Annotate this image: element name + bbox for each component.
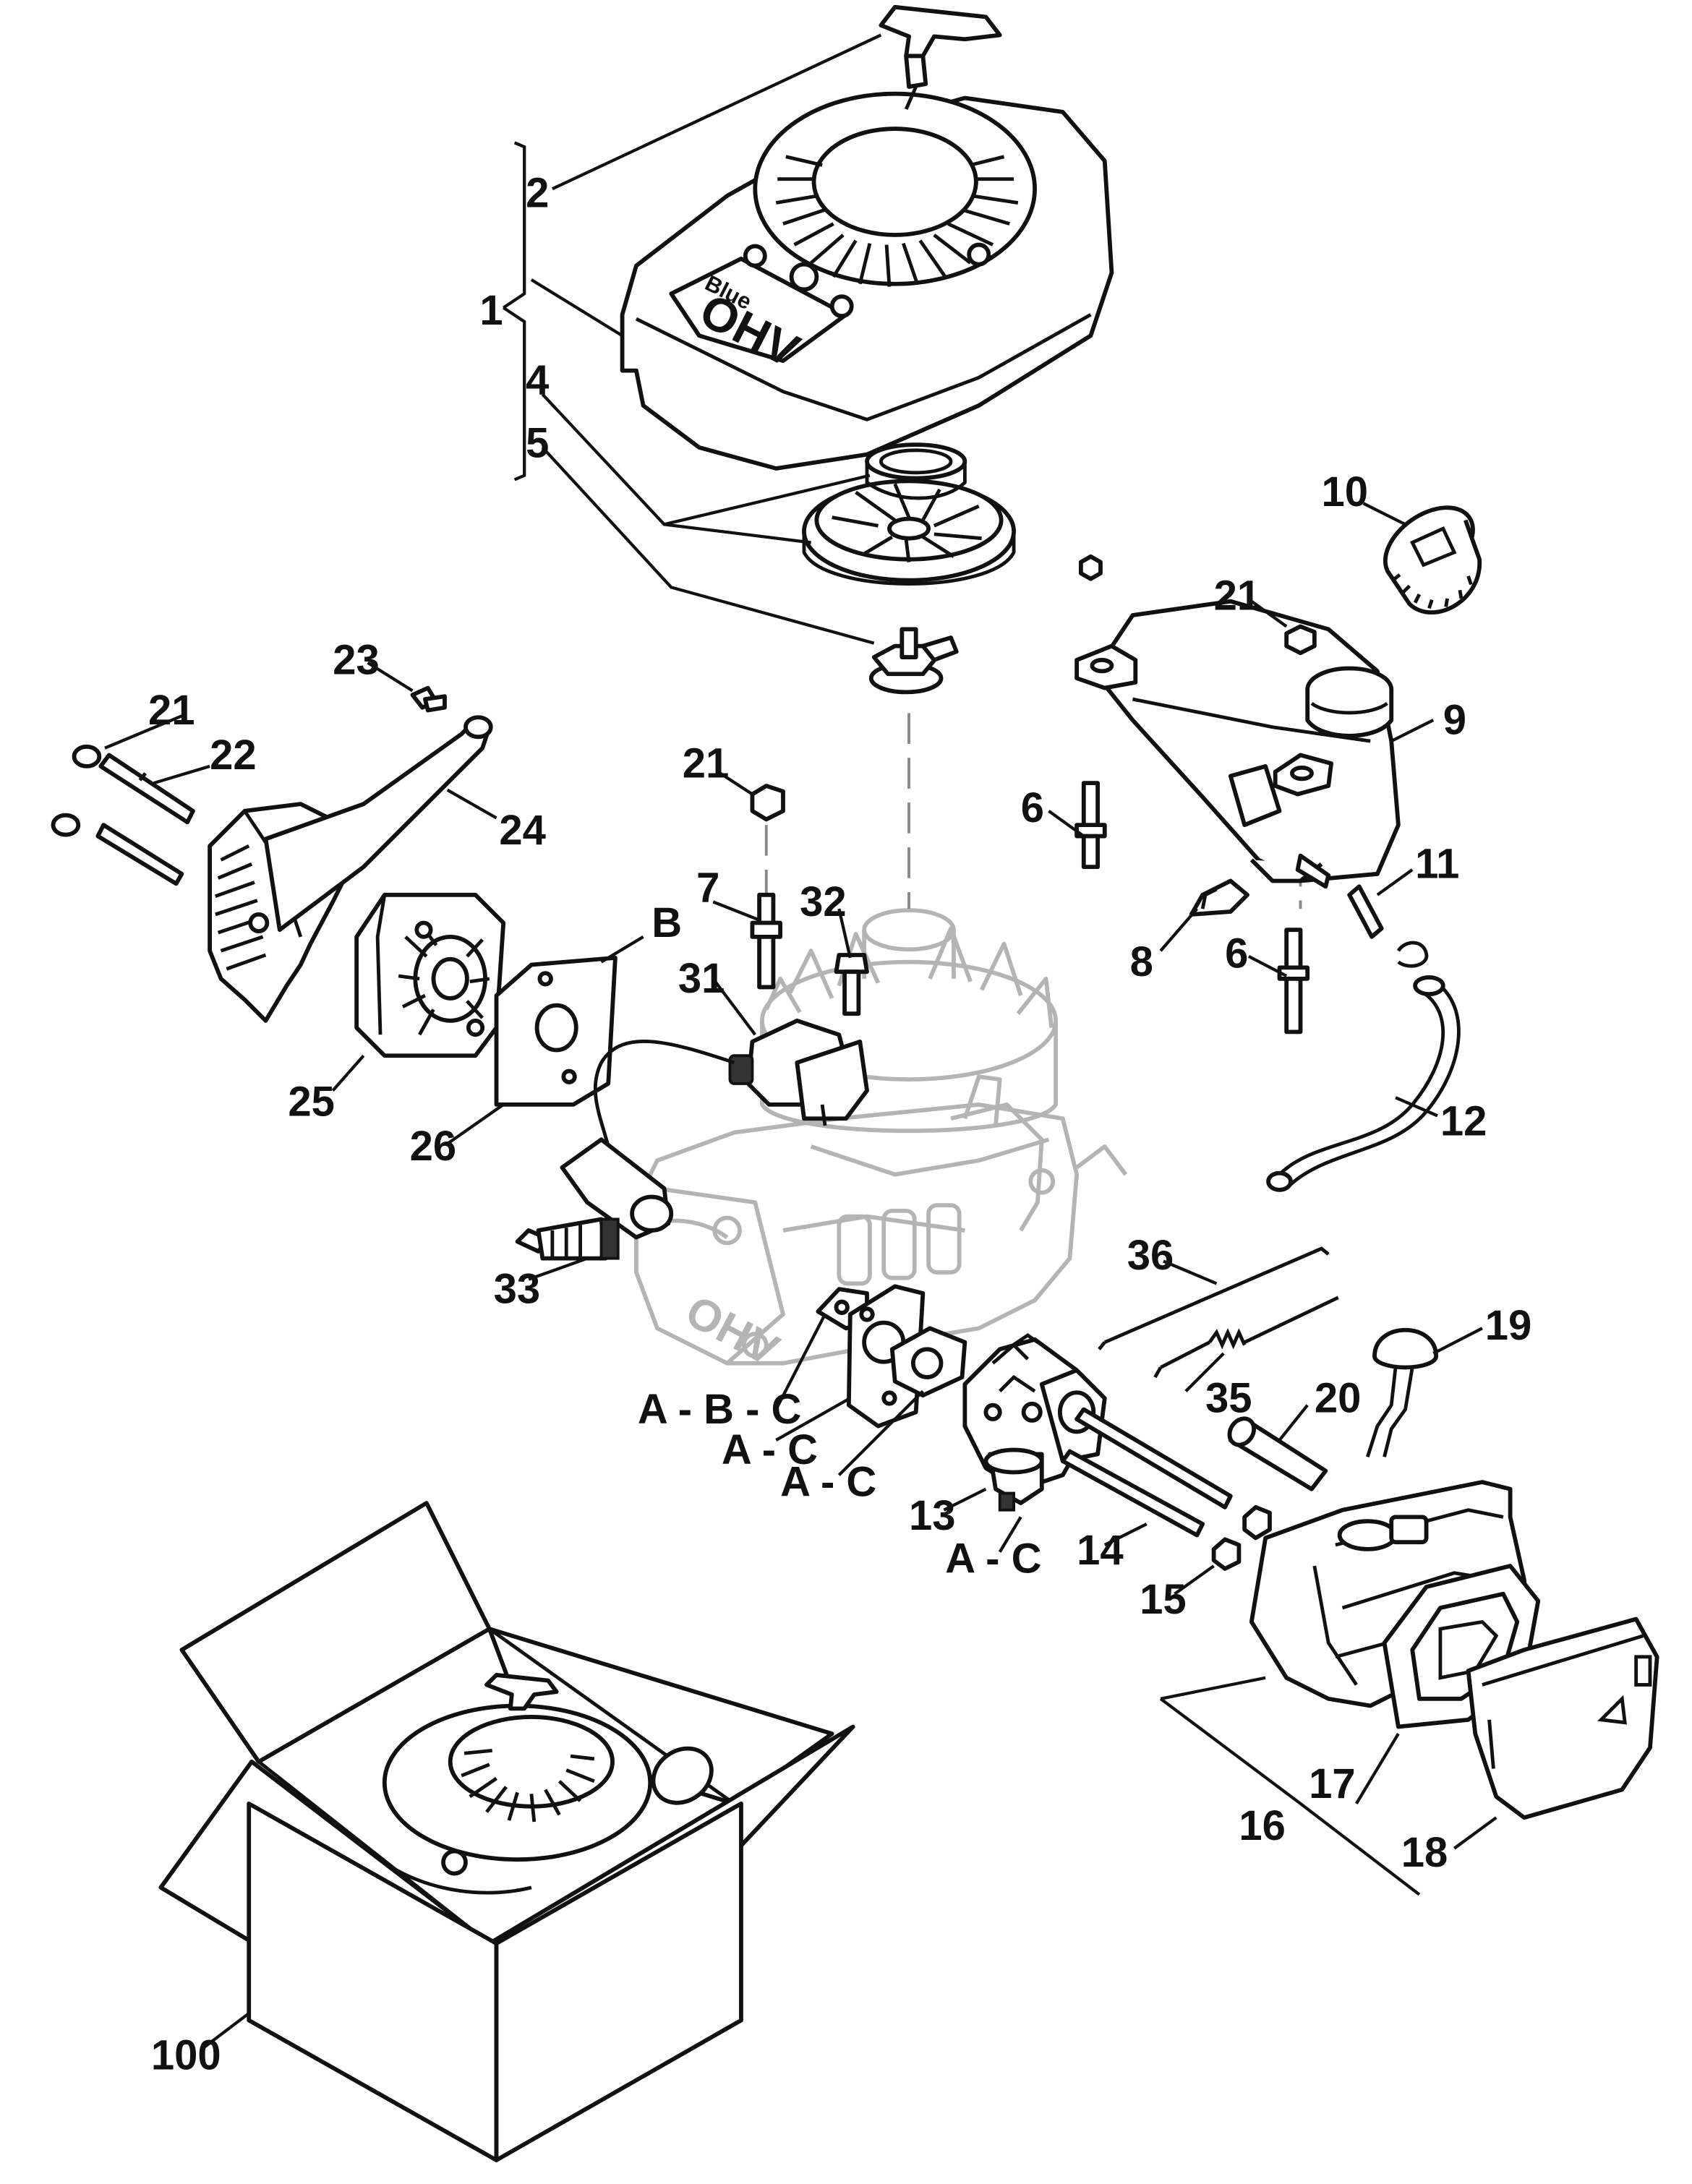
governor-rod bbox=[1098, 1246, 1330, 1350]
governor-spring bbox=[1153, 1296, 1339, 1379]
callout-13: 13 bbox=[909, 1492, 956, 1539]
callout-21-center: 21 bbox=[683, 740, 730, 787]
hose-clip bbox=[1396, 941, 1429, 968]
fuel-tank-stud-upper bbox=[1074, 781, 1107, 870]
carburetor bbox=[962, 1333, 1107, 1512]
ignition-coil bbox=[560, 1018, 869, 1240]
recoil-starter-cover: Blue OHV bbox=[620, 91, 1114, 471]
callout-5: 5 bbox=[526, 420, 549, 467]
primer-bulb bbox=[1366, 1327, 1438, 1457]
callout-32: 32 bbox=[800, 878, 847, 925]
fuel-tank-stud-lower bbox=[1277, 928, 1310, 1035]
muffler bbox=[354, 892, 506, 1058]
callout-20: 20 bbox=[1315, 1374, 1362, 1421]
intake-tube bbox=[1227, 1416, 1328, 1491]
callout-23: 23 bbox=[333, 636, 380, 683]
callout-35: 35 bbox=[1205, 1374, 1252, 1421]
callout-24: 24 bbox=[499, 807, 546, 854]
nut-21-left-lower bbox=[51, 813, 81, 837]
starter-handle bbox=[879, 4, 1002, 110]
nut-21-center bbox=[750, 784, 785, 822]
callout-14: 14 bbox=[1077, 1527, 1124, 1574]
callout-a-b-c: A - B - C bbox=[638, 1386, 802, 1433]
nut-21-tank bbox=[1284, 624, 1317, 656]
shipping-box bbox=[158, 1501, 855, 2162]
callout-18: 18 bbox=[1401, 1829, 1448, 1876]
gasket-ac bbox=[889, 1326, 967, 1398]
callout-6-upper: 6 bbox=[1021, 784, 1044, 831]
nut-21-left-upper bbox=[72, 744, 102, 768]
callout-12: 12 bbox=[1440, 1097, 1487, 1144]
spark-plug bbox=[515, 1217, 620, 1261]
callout-7: 7 bbox=[696, 864, 719, 911]
starter-ratchet bbox=[868, 627, 959, 695]
callout-11: 11 bbox=[1415, 841, 1459, 888]
carburetor-studs bbox=[1060, 1407, 1233, 1538]
callout-labels: 1 2 4 5 10 21 9 23 21 22 24 21 6 11 7 32… bbox=[148, 169, 1531, 2078]
leader-lines bbox=[104, 33, 1497, 2050]
stud-7 bbox=[750, 892, 783, 990]
muffler-gasket bbox=[494, 955, 618, 1107]
stud-22-upper bbox=[98, 753, 195, 825]
bolt-23 bbox=[410, 685, 447, 713]
stud-22-lower bbox=[95, 823, 184, 886]
nut-15-lower bbox=[1211, 1537, 1242, 1571]
callout-8: 8 bbox=[1130, 938, 1153, 985]
callout-25: 25 bbox=[288, 1078, 335, 1125]
callout-36: 36 bbox=[1127, 1232, 1174, 1279]
callout-33: 33 bbox=[494, 1266, 541, 1313]
callout-21-left: 21 bbox=[148, 687, 195, 734]
callout-a-c-insulator: A - C bbox=[722, 1426, 818, 1473]
callout-a-c-gasket: A - C bbox=[780, 1458, 876, 1505]
callout-31: 31 bbox=[678, 955, 725, 1002]
bolt-32 bbox=[834, 953, 869, 1016]
fuel-outlet-pipe bbox=[1347, 884, 1384, 939]
callout-17: 17 bbox=[1309, 1760, 1356, 1807]
callout-b: B bbox=[651, 899, 682, 946]
callout-26: 26 bbox=[410, 1123, 457, 1170]
callout-6-lower: 6 bbox=[1225, 930, 1248, 977]
callout-22: 22 bbox=[210, 732, 257, 779]
callout-100: 100 bbox=[151, 2031, 221, 2078]
callout-19: 19 bbox=[1485, 1302, 1532, 1349]
callout-a-c-carb: A - C bbox=[945, 1536, 1041, 1583]
heat-shield-bracket bbox=[263, 715, 493, 933]
air-filter-cover bbox=[1466, 1616, 1659, 1820]
callout-1: 1 bbox=[479, 287, 503, 334]
fuel-tank bbox=[1074, 599, 1401, 889]
engine-block: OHV bbox=[634, 908, 1128, 1376]
callout-4: 4 bbox=[526, 356, 549, 403]
nut-21-top bbox=[1078, 554, 1103, 581]
nut-15-upper bbox=[1242, 1504, 1272, 1541]
callout-15: 15 bbox=[1140, 1576, 1187, 1623]
callout-9: 9 bbox=[1443, 696, 1466, 743]
bolt-8 bbox=[1189, 878, 1249, 917]
fuel-cap bbox=[1383, 505, 1482, 614]
callout-10: 10 bbox=[1322, 468, 1369, 515]
starter-pulley bbox=[802, 479, 1016, 586]
callout-2: 2 bbox=[526, 169, 549, 216]
callout-21-tank: 21 bbox=[1214, 572, 1261, 619]
callout-16: 16 bbox=[1239, 1802, 1286, 1849]
starter-spring bbox=[865, 442, 967, 500]
